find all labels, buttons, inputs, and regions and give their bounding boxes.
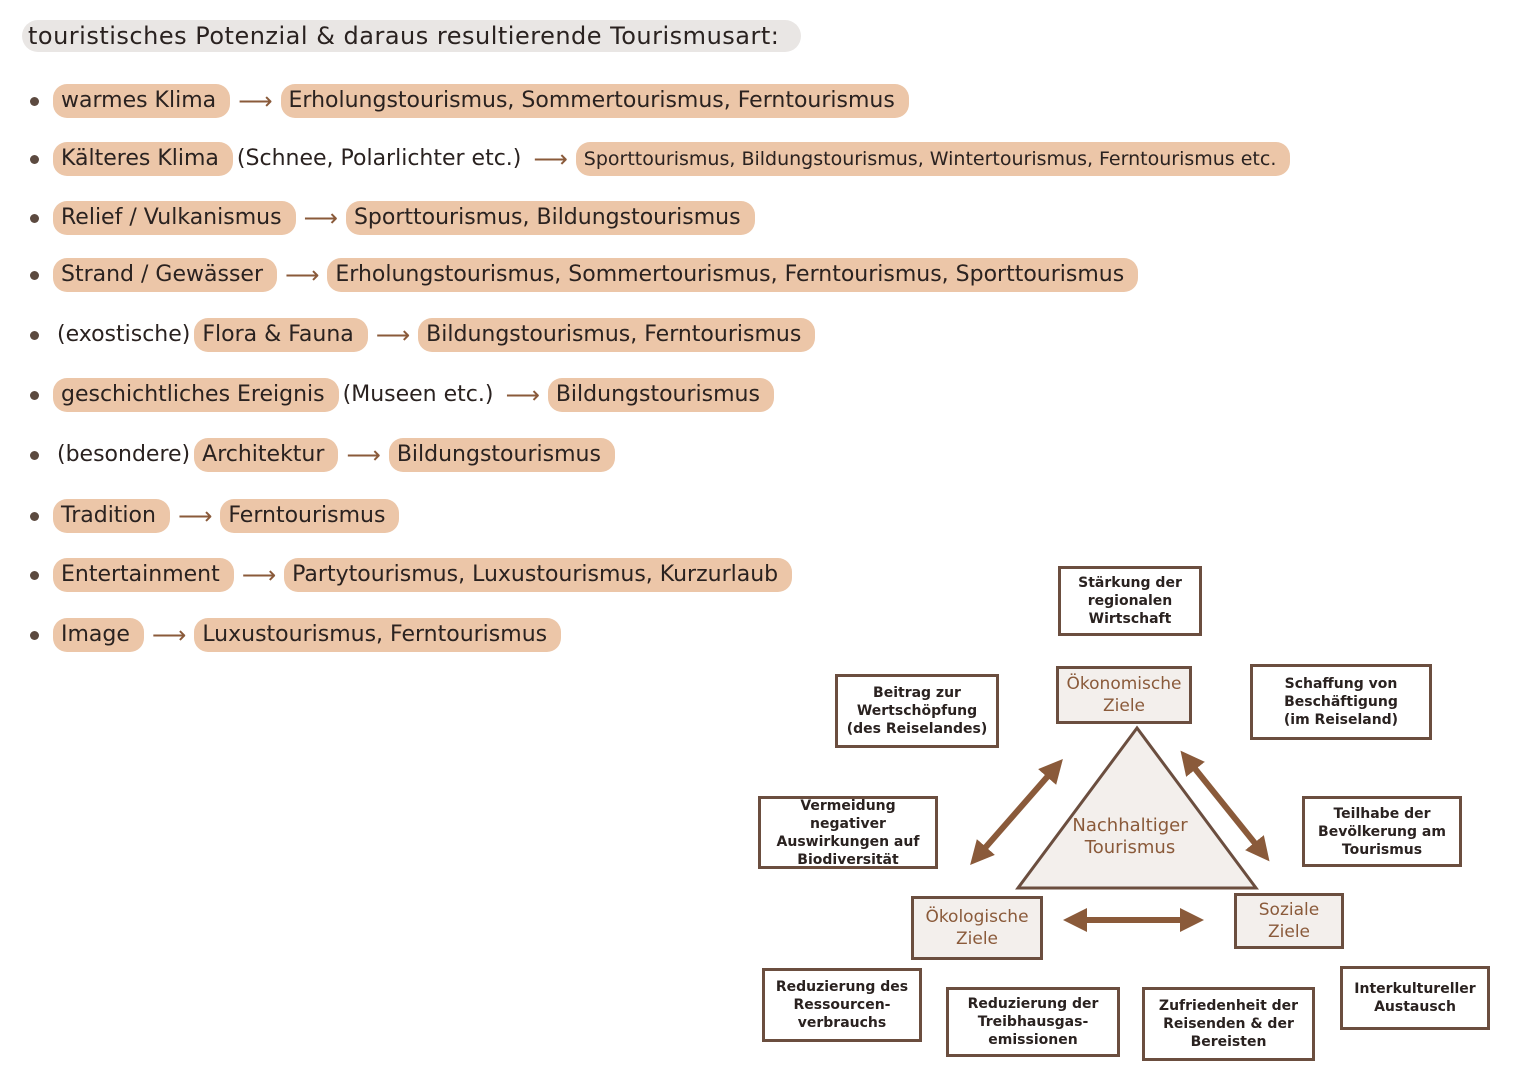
box-beitrag: Beitrag zur Wertschöpfung (des Reiseland… <box>835 674 999 748</box>
list-item: Kälteres Klima (Schnee, Polarlichter etc… <box>30 142 1291 176</box>
box-vermeidung-label: Vermeidung negativer Auswirkungen auf Bi… <box>776 797 920 868</box>
potential-source: Image <box>53 618 144 652</box>
tourism-types: Ferntourismus <box>220 499 400 533</box>
box-zufriedenheit: Zufriedenheit der Reisenden & der Bereis… <box>1142 987 1315 1061</box>
potential-source: Relief / Vulkanismus <box>53 201 296 235</box>
bullet-icon <box>30 390 39 400</box>
list-item: Relief / Vulkanismus ⟶ Sporttourismus, B… <box>30 201 755 235</box>
goal-social: Soziale Ziele <box>1234 893 1344 949</box>
box-teilhabe: Teilhabe der Bevölkerung am Tourismus <box>1302 796 1462 867</box>
tourism-types: Luxustourismus, Ferntourismus <box>194 618 562 652</box>
box-treibhaus-label: Reduzierung der Treibhausgas- emissionen <box>967 996 1099 1048</box>
bullet-icon <box>30 213 39 223</box>
list-item: Image ⟶ Luxustourismus, Ferntourismus <box>30 618 562 652</box>
potential-source: Entertainment <box>53 558 234 592</box>
arrow-right-icon: ⟶ <box>177 502 213 530</box>
potential-note: (Museen etc.) <box>342 382 494 407</box>
box-treibhaus: Reduzierung der Treibhausgas- emissionen <box>946 987 1120 1057</box>
tourism-types: Erholungstourismus, Sommertourismus, Fer… <box>327 258 1139 292</box>
potential-source: Architektur <box>194 438 339 472</box>
arrow-right-icon: ⟶ <box>375 321 411 349</box>
goal-economic: Ökonomische Ziele <box>1056 666 1192 724</box>
potential-source: Flora & Fauna <box>194 318 368 352</box>
tourism-types: Bildungstourismus <box>547 378 774 412</box>
page-title: touristisches Potenzial & daraus resulti… <box>22 20 802 52</box>
center-label: Nachhaltiger Tourismus <box>1072 815 1188 858</box>
bullet-icon <box>30 450 39 460</box>
list-item: (exostische) Flora & Fauna ⟶ Bildungstou… <box>30 318 816 352</box>
arrow-right-icon: ⟶ <box>238 87 273 115</box>
box-interkulturell-label: Interkultureller Austausch <box>1354 981 1476 1015</box>
box-beitrag-label: Beitrag zur Wertschöpfung (des Reiseland… <box>846 685 988 737</box>
bullet-icon <box>30 511 39 521</box>
potential-source: geschichtliches Ereignis <box>53 378 339 412</box>
potential-prefix: (besondere) <box>57 442 191 467</box>
potential-source: Strand / Gewässer <box>53 258 277 292</box>
tourism-types: Bildungstourismus, Ferntourismus <box>418 318 816 352</box>
box-schaffung-label: Schaffung von Beschäftigung (im Reiselan… <box>1283 676 1399 728</box>
box-schaffung: Schaffung von Beschäftigung (im Reiselan… <box>1250 664 1432 740</box>
potential-source: Tradition <box>53 499 170 533</box>
list-item: warmes Klima ⟶ Erholungstourismus, Somme… <box>30 84 909 118</box>
bullet-icon <box>30 270 39 280</box>
goal-ecological-label: Ökologische Ziele <box>925 907 1029 949</box>
bullet-icon <box>30 630 39 640</box>
tourism-types: Bildungstourismus <box>388 438 615 472</box>
arrow-right-icon: ⟶ <box>303 204 338 232</box>
goal-ecological: Ökologische Ziele <box>911 896 1043 960</box>
arrow-economic-social-icon <box>1180 750 1270 862</box>
tourism-types: Partytourismus, Luxustourismus, Kurzurla… <box>284 558 793 592</box>
goal-social-label: Soziale Ziele <box>1258 900 1320 942</box>
bullet-icon <box>30 330 39 340</box>
tourism-types: Sporttourismus, Bildungstourismus, Winte… <box>575 142 1291 176</box>
tourism-types: Sporttourismus, Bildungstourismus <box>345 201 755 235</box>
potential-prefix: (exostische) <box>57 322 191 347</box>
arrow-right-icon: ⟶ <box>241 561 277 589</box>
bullet-icon <box>30 154 39 164</box>
arrow-economic-ecological-icon <box>970 758 1063 866</box>
box-zufriedenheit-label: Zufriedenheit der Reisenden & der Bereis… <box>1158 998 1299 1050</box>
box-vermeidung: Vermeidung negativer Auswirkungen auf Bi… <box>758 796 938 869</box>
bullet-icon <box>30 570 39 580</box>
box-ressourcen-label: Reduzierung des Ressourcen- verbrauchs <box>775 979 909 1031</box>
tourism-types: Erholungstourismus, Sommertourismus, Fer… <box>280 84 909 118</box>
arrow-right-icon: ⟶ <box>505 381 540 409</box>
box-ressourcen: Reduzierung des Ressourcen- verbrauchs <box>762 968 922 1042</box>
list-item: geschichtliches Ereignis (Museen etc.) ⟶… <box>30 378 774 412</box>
potential-source: warmes Klima <box>53 84 231 118</box>
sustainability-triangle <box>1015 725 1259 890</box>
goal-economic-label: Ökonomische Ziele <box>1066 674 1182 716</box>
box-teilhabe-label: Teilhabe der Bevölkerung am Tourismus <box>1318 805 1446 858</box>
potential-note: (Schnee, Polarlichter etc.) <box>236 146 522 171</box>
arrow-right-icon: ⟶ <box>285 261 320 289</box>
arrow-right-icon: ⟶ <box>533 145 568 173</box>
box-staerkung-label: Stärkung der regionalen Wirtschaft <box>1078 575 1182 627</box>
box-interkulturell: Interkultureller Austausch <box>1340 966 1490 1030</box>
arrow-right-icon: ⟶ <box>346 441 381 469</box>
list-item: (besondere) Architektur ⟶ Bildungstouris… <box>30 438 615 472</box>
arrow-right-icon: ⟶ <box>151 621 187 649</box>
box-staerkung: Stärkung der regionalen Wirtschaft <box>1058 566 1202 636</box>
potential-source: Kälteres Klima <box>53 142 233 176</box>
list-item: Strand / Gewässer ⟶ Erholungstourismus, … <box>30 258 1139 292</box>
list-item: Tradition ⟶ Ferntourismus <box>30 499 400 533</box>
list-item: Entertainment ⟶ Partytourismus, Luxustou… <box>30 558 793 592</box>
bullet-icon <box>30 96 39 106</box>
